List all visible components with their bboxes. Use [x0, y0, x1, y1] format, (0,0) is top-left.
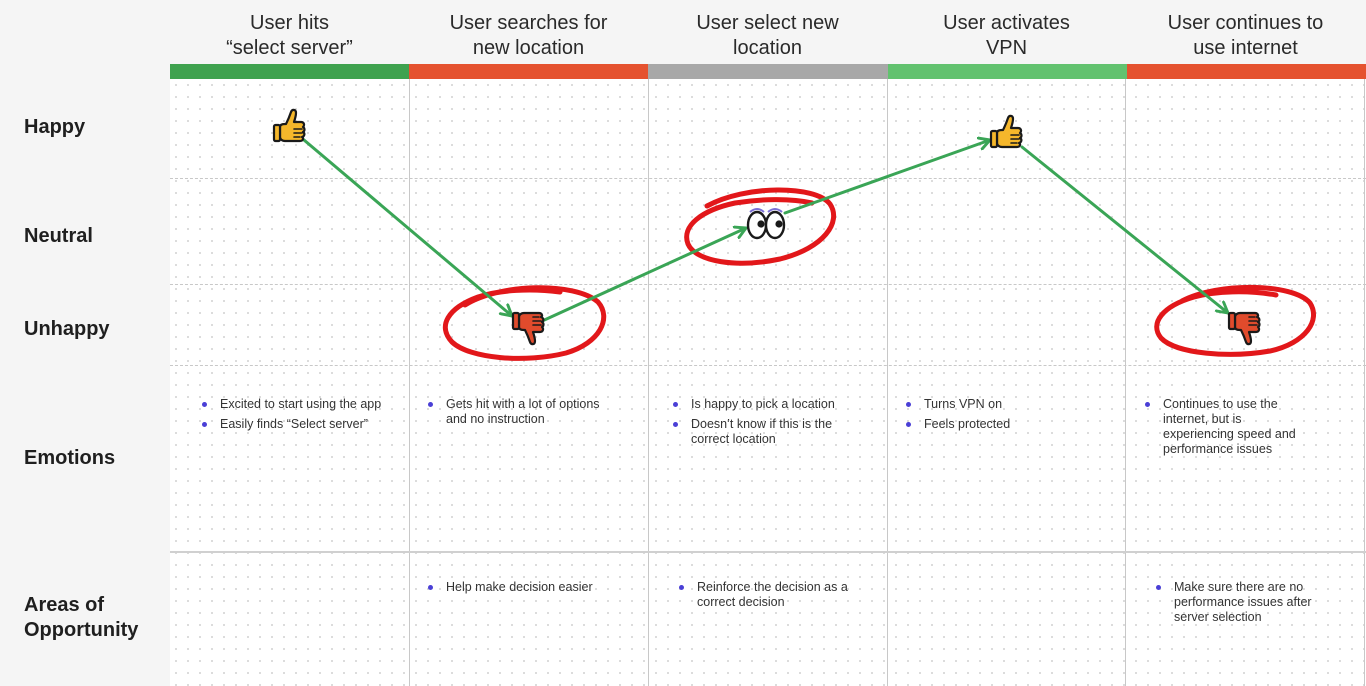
thumbs-down-icon [1227, 311, 1261, 346]
bullet-item: Help make decision easier [428, 580, 618, 595]
highlight-circles [442, 187, 1317, 361]
thumbs-up-icon [272, 108, 306, 143]
emotions-cell: Turns VPN on Feels protected [906, 397, 1091, 437]
bullet-item: Continues to use the internet, but is ex… [1145, 397, 1305, 457]
stage-title-continue-internet: User continues to use internet [1167, 12, 1324, 59]
stage-title-activate-vpn: User activates VPN [943, 12, 1070, 59]
stage-bar-3 [648, 64, 888, 79]
journey-arrow [538, 228, 748, 324]
stage-bar-4 [887, 64, 1127, 79]
journey-board [170, 79, 1366, 686]
column-divider [648, 79, 649, 686]
stage-title-select-server: User hits “select server” [226, 12, 353, 59]
bullet-item: Reinforce the decision as a correct deci… [679, 580, 869, 610]
bullet-item: Excited to start using the app [202, 397, 382, 412]
stage-bar-2 [409, 64, 649, 79]
row-label-unhappy: Unhappy [24, 318, 110, 340]
opportunity-cell: Make sure there are no performance issue… [1156, 580, 1331, 630]
row-label-areas-of-opportunity: Areas of Opportunity [24, 594, 139, 641]
journey-arrows [302, 138, 1230, 324]
column-divider [1125, 79, 1126, 686]
opportunity-cell: Reinforce the decision as a correct deci… [679, 580, 869, 615]
bullet-item: Make sure there are no performance issue… [1156, 580, 1331, 625]
row-divider [170, 284, 1366, 285]
row-divider [170, 551, 1366, 553]
bullet-item: Doesn’t know if this is the correct loca… [673, 417, 858, 447]
bullet-item: Feels protected [906, 417, 1091, 432]
highlight-circle-search-location [442, 285, 607, 361]
journey-arrow [1020, 145, 1230, 315]
journey-arrow [302, 138, 514, 318]
stage-title-search-location: User searches for new location [449, 12, 608, 59]
stage-bar-5 [1126, 64, 1366, 79]
row-label-neutral: Neutral [24, 225, 93, 247]
row-label-happy: Happy [24, 116, 86, 138]
bullet-item: Turns VPN on [906, 397, 1091, 412]
stage-bar-1 [170, 64, 410, 79]
bullet-item: Easily finds “Select server” [202, 417, 382, 432]
thumbs-down-icon [511, 311, 545, 346]
row-divider [170, 365, 1366, 366]
column-divider [409, 79, 410, 686]
thumbs-up-icon [989, 114, 1023, 149]
emotions-cell: Continues to use the internet, but is ex… [1145, 397, 1305, 462]
column-divider [887, 79, 888, 686]
bullet-item: Is happy to pick a location [673, 397, 858, 412]
emotions-cell: Gets hit with a lot of options and no in… [428, 397, 608, 432]
row-divider [170, 178, 1366, 179]
stage-title-select-location: User select new location [696, 12, 839, 59]
highlight-circle-select-location [684, 187, 837, 266]
journey-arrow [783, 140, 992, 215]
opportunity-cell: Help make decision easier [428, 580, 618, 600]
column-divider [1364, 79, 1365, 686]
bullet-item: Gets hit with a lot of options and no in… [428, 397, 608, 427]
eyes-icon [746, 207, 786, 240]
highlight-circle-continue-internet [1154, 284, 1317, 357]
row-label-emotions: Emotions [24, 447, 116, 469]
